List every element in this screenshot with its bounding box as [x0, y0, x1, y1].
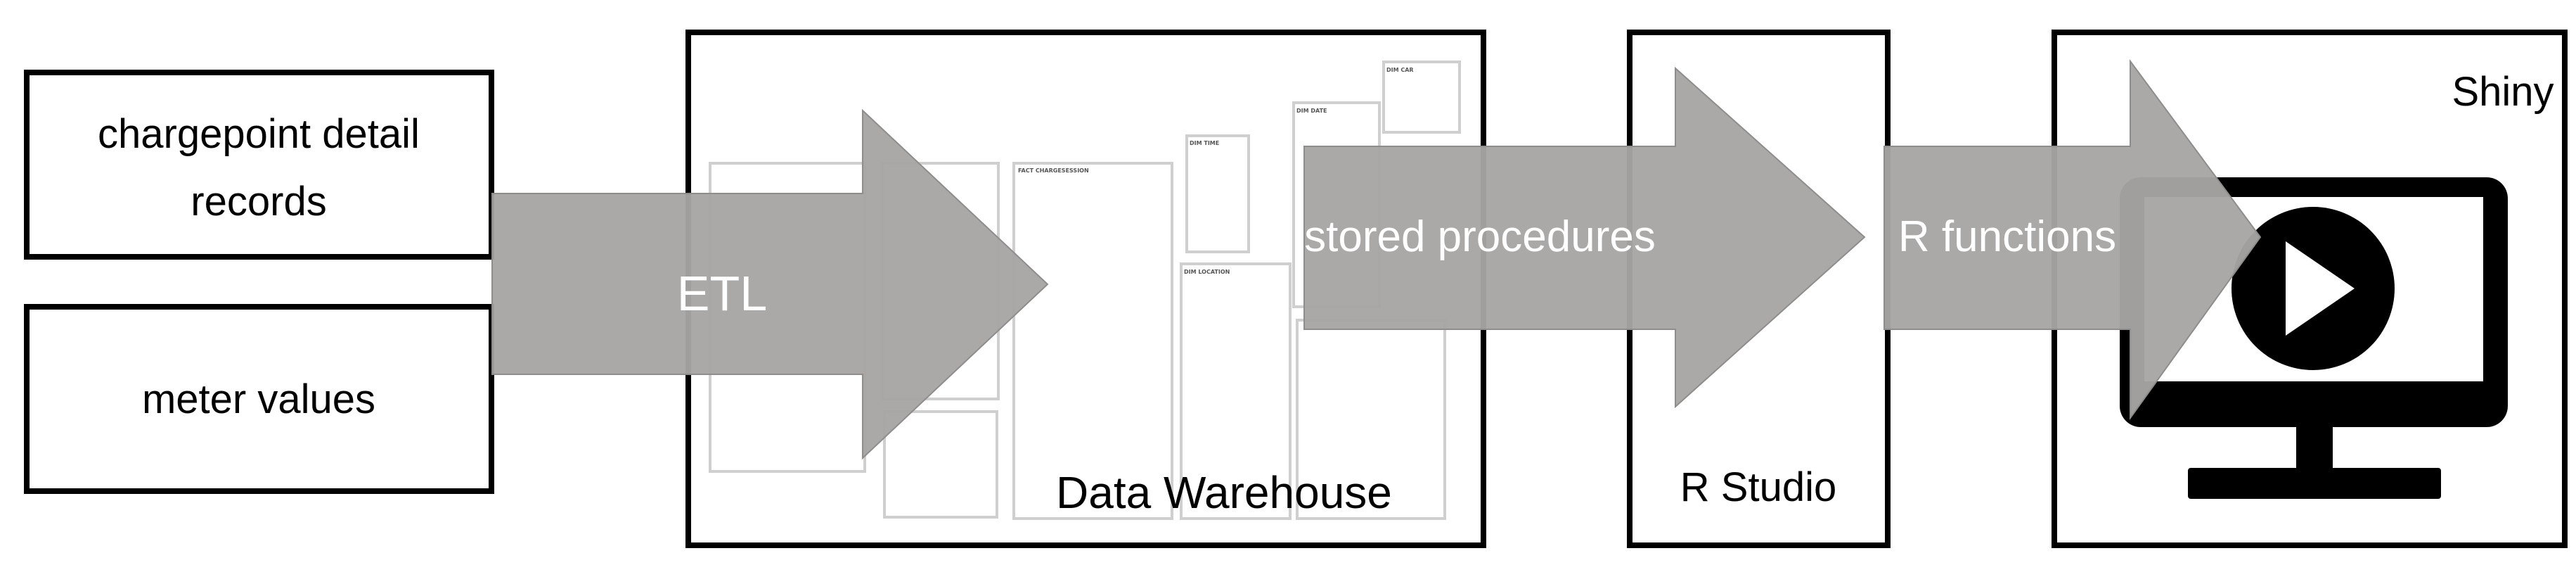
r-functions-arrow: R functions: [1883, 58, 2262, 421]
chargepoint-records-label-line2: records: [191, 179, 326, 224]
schema-table-box: [1180, 262, 1292, 520]
r-functions-arrow-shape: [1883, 58, 2262, 421]
monitor-play-icon: [2120, 177, 2508, 499]
meter-values-label: meter values: [142, 376, 375, 422]
r-functions-arrow-label: R functions: [1898, 212, 2116, 261]
shiny-label: Shiny: [2452, 69, 2554, 115]
data-warehouse-label: Data Warehouse: [1056, 467, 1392, 518]
fact-table-box: [1012, 162, 1173, 520]
stored-procedures-arrow-shape: [1303, 66, 1866, 409]
schema-table-box: [1185, 134, 1250, 253]
etl-arrow-label: ETL: [677, 266, 767, 321]
schema-table-box: [1296, 319, 1446, 520]
etl-arrow: ETL: [491, 108, 1049, 460]
chargepoint-records-box: [24, 70, 494, 260]
chargepoint-records-label-line1: chargepoint detail: [98, 111, 420, 157]
stored-procedures-arrow: stored procedures: [1303, 66, 1866, 409]
meter-values-box: [24, 304, 494, 494]
r-studio-label: R Studio: [1680, 464, 1836, 510]
schema-table-label: FACT CHARGESESSION: [1018, 167, 1089, 174]
stored-procedures-arrow-label: stored procedures: [1304, 212, 1656, 261]
schema-table-label: DIM LOCATION: [1184, 269, 1230, 275]
etl-arrow-shape: [491, 108, 1049, 460]
schema-table-box: [883, 410, 998, 519]
chargepoint-records-node: chargepoint detail records: [24, 70, 494, 260]
schema-table-box: [1382, 61, 1461, 134]
schema-table-label: DIM DATE: [1296, 108, 1327, 114]
meter-values-node: meter values: [24, 304, 494, 494]
schema-table-label: DIM TIME: [1190, 140, 1219, 146]
schema-table-label: DIM CAR: [1386, 67, 1414, 73]
